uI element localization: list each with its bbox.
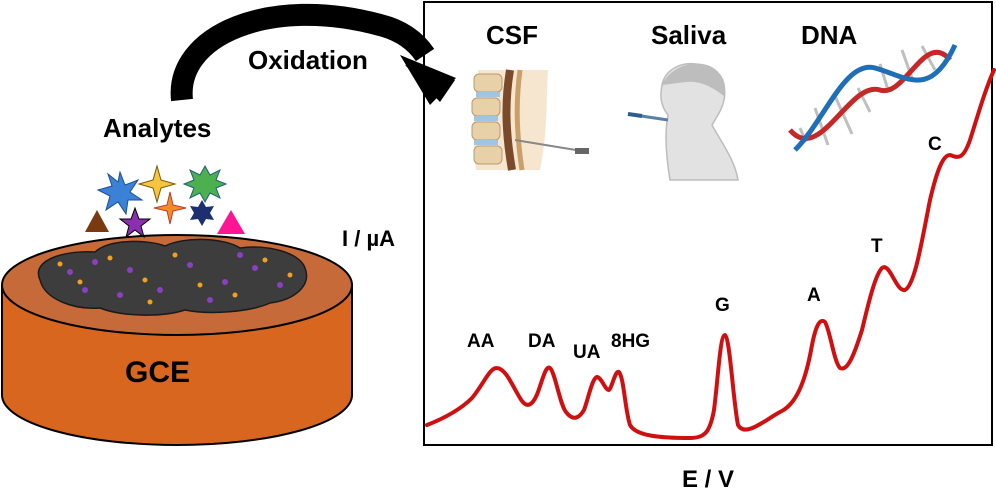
peak-label-da: DA xyxy=(528,331,556,352)
oxidation-arrow xyxy=(170,3,456,105)
peak-label-c: C xyxy=(928,134,942,155)
electrode-label: GCE xyxy=(125,356,191,389)
peak-label-8hg: 8HG xyxy=(611,331,651,352)
peak-label-ua: UA xyxy=(573,342,601,363)
peak-label-g: G xyxy=(715,295,730,316)
y-axis-label: I / µA xyxy=(342,226,396,251)
peak-label-aa: AA xyxy=(467,331,495,352)
sample-label-csf: CSF xyxy=(486,20,538,50)
voltammogram-frame xyxy=(423,1,993,446)
dna-helix-icon xyxy=(788,43,958,152)
spine-icon xyxy=(471,69,589,171)
person-thermometer-icon xyxy=(627,62,739,181)
peak-label-a: A xyxy=(807,285,821,306)
analyte-shapes-icon xyxy=(85,164,245,239)
electrode-icon xyxy=(0,234,353,446)
voltammogram-curve xyxy=(425,68,996,440)
analytes-label: Analytes xyxy=(103,113,212,143)
x-axis-label: E / V xyxy=(682,466,735,493)
sample-label-dna: DNA xyxy=(801,20,858,50)
sample-label-saliva: Saliva xyxy=(651,20,727,50)
peak-label-t: T xyxy=(871,236,883,257)
oxidation-label: Oxidation xyxy=(248,45,368,75)
